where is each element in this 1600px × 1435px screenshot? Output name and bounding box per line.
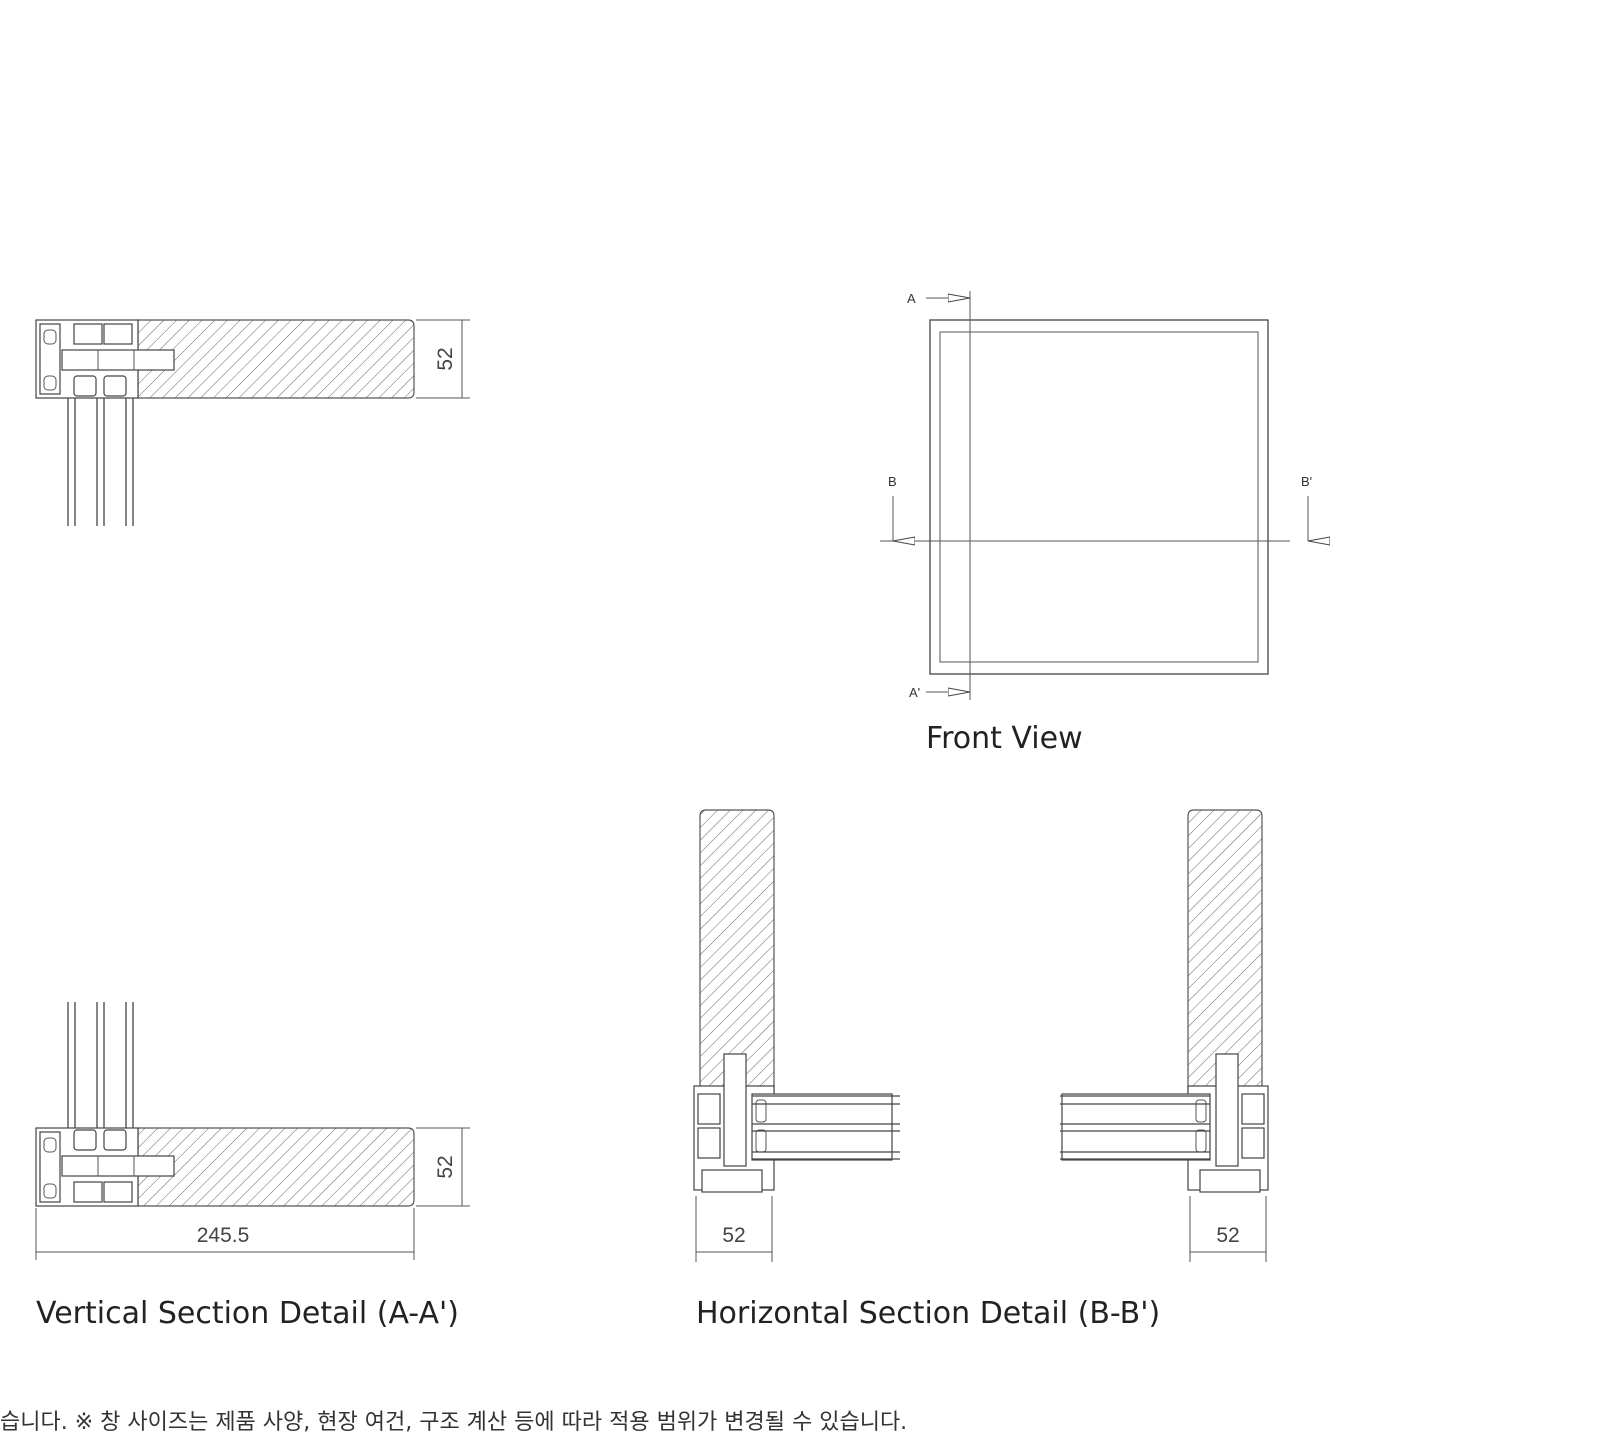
reinforcement-bar — [61, 1155, 175, 1177]
section-b-prime-label: B' — [1301, 474, 1312, 489]
chamber — [103, 375, 127, 397]
outer-frame — [929, 319, 1269, 675]
outer-profile-top — [39, 323, 61, 395]
gasket — [43, 375, 57, 391]
outer-profile-bottom — [39, 1131, 61, 1203]
left-glass-unit — [751, 1093, 893, 1161]
section-b-label: B — [888, 474, 897, 489]
chamber — [73, 1181, 103, 1203]
chamber — [73, 1129, 97, 1151]
footer-note: 습니다. ※ 창 사이즈는 제품 사양, 현장 여건, 구조 계산 등에 따라 … — [0, 1410, 908, 1435]
chamber — [103, 1181, 133, 1203]
bottom-height-dim: 52 — [434, 1155, 457, 1178]
front-view: A A' B B' Front View — [880, 291, 1312, 756]
chamber — [73, 323, 103, 345]
chamber — [103, 323, 133, 345]
front-view-caption: Front View — [926, 721, 1083, 756]
right-dim: 52 — [1216, 1224, 1239, 1247]
gasket — [43, 1183, 57, 1199]
section-a-prime-label: A' — [909, 685, 920, 700]
horizontal-section-caption: Horizontal Section Detail (B-B') — [696, 1296, 1160, 1331]
gasket — [43, 1137, 57, 1153]
section-a-label: A — [907, 291, 916, 306]
vertical-section-bottom: 52 245.5 Vertical Section Detail (A-A') — [35, 1002, 470, 1331]
right-mullion — [1215, 1053, 1239, 1167]
width-dim: 245.5 — [197, 1224, 250, 1247]
left-wall-hatch — [699, 809, 775, 1097]
chamber — [1241, 1093, 1265, 1125]
sill-profile — [1199, 1169, 1261, 1193]
vertical-section-caption: Vertical Section Detail (A-A') — [36, 1296, 459, 1331]
spacer — [755, 1099, 767, 1123]
chamber — [697, 1093, 721, 1125]
wall-hatch-top — [137, 319, 415, 399]
vertical-section-top: 52 — [35, 319, 470, 526]
gasket — [43, 329, 57, 345]
chamber — [1241, 1127, 1265, 1159]
chamber — [103, 1129, 127, 1151]
top-height-dim: 52 — [434, 347, 457, 370]
horizontal-section: 52 52 Horizontal Section Detail (B-B') — [693, 809, 1269, 1331]
inner-frame — [939, 331, 1259, 663]
right-glass-unit — [1061, 1093, 1211, 1161]
reinforcement-bar — [61, 349, 175, 371]
chamber — [697, 1127, 721, 1159]
sill-profile — [701, 1169, 763, 1193]
spacer — [1195, 1099, 1207, 1123]
left-dim: 52 — [722, 1224, 745, 1247]
left-mullion — [723, 1053, 747, 1167]
wall-hatch-bottom — [137, 1127, 415, 1207]
right-wall-hatch — [1187, 809, 1263, 1097]
chamber — [73, 375, 97, 397]
